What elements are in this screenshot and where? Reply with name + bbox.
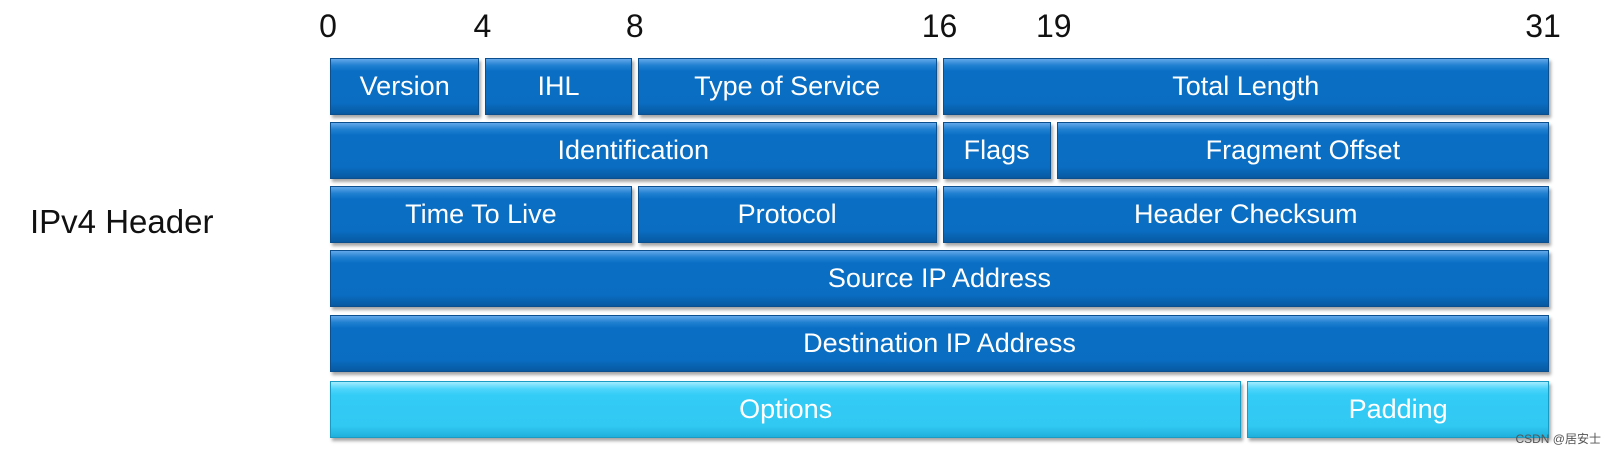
bit-label-8: 8 <box>625 8 644 44</box>
field-time-to-live: Time To Live <box>330 186 632 243</box>
diagram-title: IPv4 Header <box>30 203 214 240</box>
field-total-length: Total Length <box>942 58 1549 115</box>
bit-label-4: 4 <box>473 8 492 44</box>
bit-label-19: 19 <box>1035 8 1072 44</box>
field-identification: Identification <box>330 122 937 179</box>
field-protocol: Protocol <box>637 186 937 243</box>
field-version: Version <box>330 58 480 115</box>
bit-label-0: 0 <box>319 8 337 44</box>
field-type-of-service: Type of Service <box>637 58 937 115</box>
field-options: Options <box>330 381 1242 438</box>
bit-label-16: 16 <box>921 8 958 44</box>
bit-label-31: 31 <box>1525 8 1561 44</box>
field-source-ip-address: Source IP Address <box>330 250 1549 307</box>
field-header-checksum: Header Checksum <box>942 186 1549 243</box>
field-ihl: IHL <box>485 58 632 115</box>
field-fragment-offset: Fragment Offset <box>1056 122 1549 179</box>
field-destination-ip-address: Destination IP Address <box>330 315 1549 372</box>
watermark: CSDN @居安士 <box>1515 432 1601 446</box>
field-flags: Flags <box>942 122 1051 179</box>
field-padding: Padding <box>1247 381 1549 438</box>
